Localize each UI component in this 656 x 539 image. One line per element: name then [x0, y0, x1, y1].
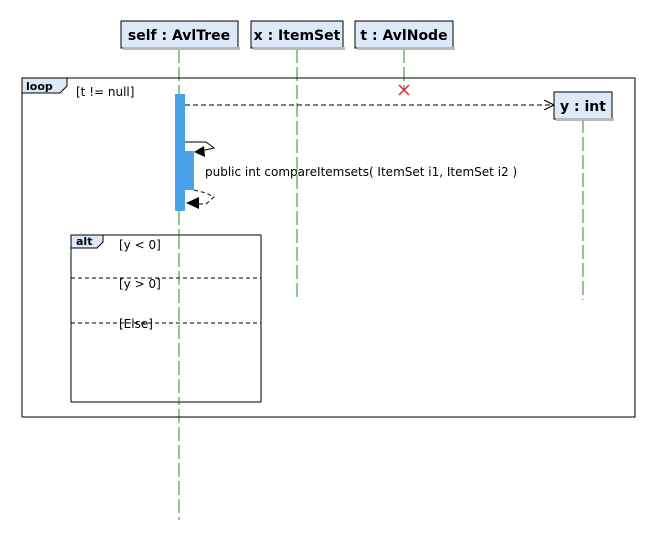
loop-tag: loop [26, 80, 53, 93]
return-message [186, 189, 215, 209]
alt-guard-3: [Else] [119, 317, 153, 331]
lifeline-t-label: t : AvlNode [360, 28, 447, 44]
lifeline-x-label: x : ItemSet [254, 28, 341, 44]
loop-guard: [t != null] [76, 85, 134, 99]
lifeline-head-self[interactable]: self : AvlTree [120, 20, 240, 50]
self-call-message: public int compareItemsets( ItemSet i1, … [185, 141, 517, 179]
alt-guard-1: [y < 0] [119, 238, 161, 252]
self-call-label: public int compareItemsets( ItemSet i1, … [205, 165, 517, 179]
destroy-mark-icon [398, 84, 410, 96]
alt-fragment: alt [y < 0] [y > 0] [Else] [70, 234, 262, 403]
lifeline-head-t[interactable]: t : AvlNode [354, 20, 455, 50]
lifeline-y-label: y : int [560, 99, 606, 115]
activation-bar-self-nested [185, 151, 194, 190]
activation-bar-self [175, 94, 185, 211]
lifeline-head-y[interactable]: y : int [553, 91, 614, 121]
loop-fragment: loop [t != null] [21, 77, 636, 418]
alt-guard-2: [y > 0] [119, 277, 161, 291]
lifeline-self-label: self : AvlTree [128, 28, 230, 44]
lifeline-head-x[interactable]: x : ItemSet [250, 20, 345, 50]
alt-tag: alt [76, 235, 92, 248]
